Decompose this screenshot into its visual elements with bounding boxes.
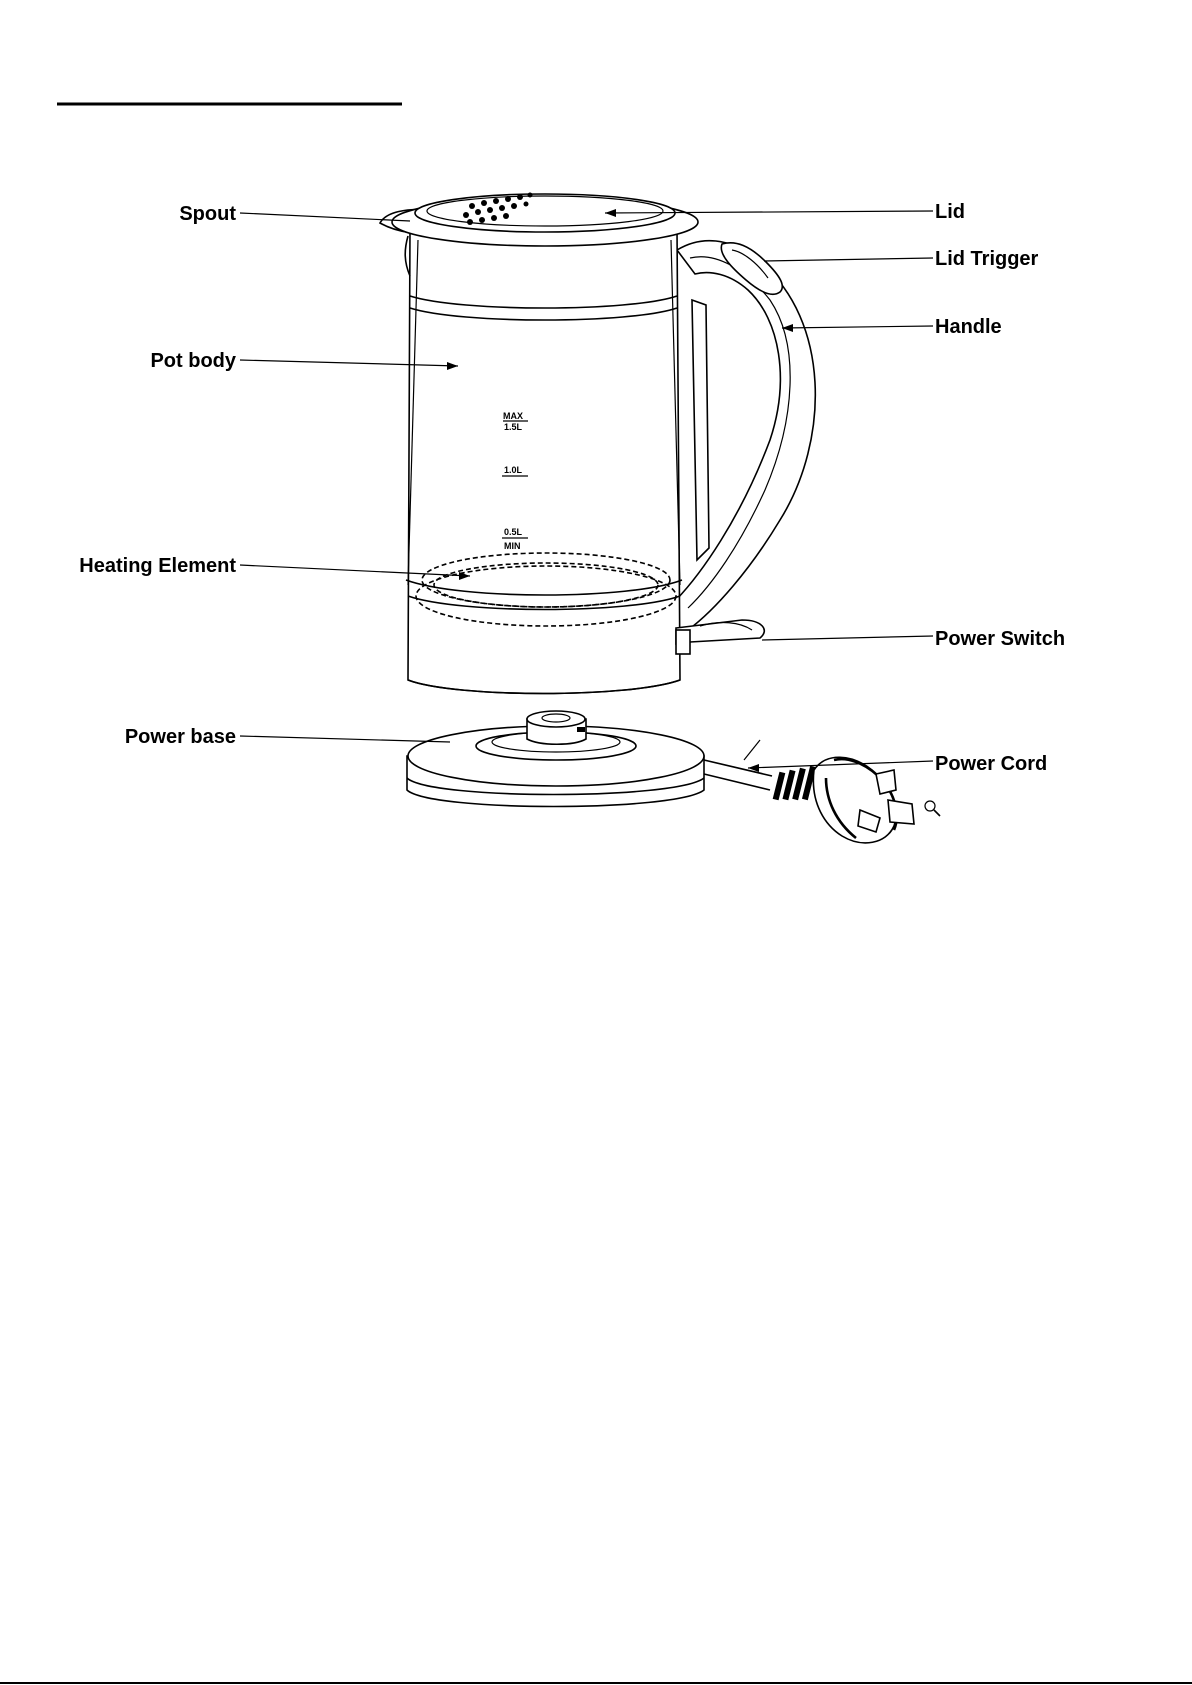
level-mark-min: MIN xyxy=(504,541,521,551)
level-mark-max: MAX xyxy=(503,411,523,421)
kettle-illustration: MAX 1.5L 1.0L 0.5L MIN xyxy=(380,193,940,843)
level-mark-mid-volume: 1.0L xyxy=(504,465,523,475)
power-base-shape xyxy=(407,711,704,807)
power-cord-shape xyxy=(704,740,940,843)
label-heating-element: Heating Element xyxy=(79,555,236,577)
label-lid: Lid xyxy=(935,201,965,223)
level-mark-min-volume: 0.5L xyxy=(504,527,523,537)
label-power-base: Power base xyxy=(125,726,236,748)
level-mark-max-volume: 1.5L xyxy=(504,422,523,432)
label-spout: Spout xyxy=(179,203,236,225)
label-handle: Handle xyxy=(935,316,1002,338)
label-power-switch: Power Switch xyxy=(935,628,1065,650)
label-lid-trigger: Lid Trigger xyxy=(935,248,1039,270)
lid-shape xyxy=(392,193,698,247)
magnifier-icon xyxy=(925,801,940,816)
pot-body-shape xyxy=(406,228,682,694)
handle-shape xyxy=(676,241,815,630)
label-pot-body: Pot body xyxy=(150,350,236,372)
label-power-cord: Power Cord xyxy=(935,753,1047,775)
